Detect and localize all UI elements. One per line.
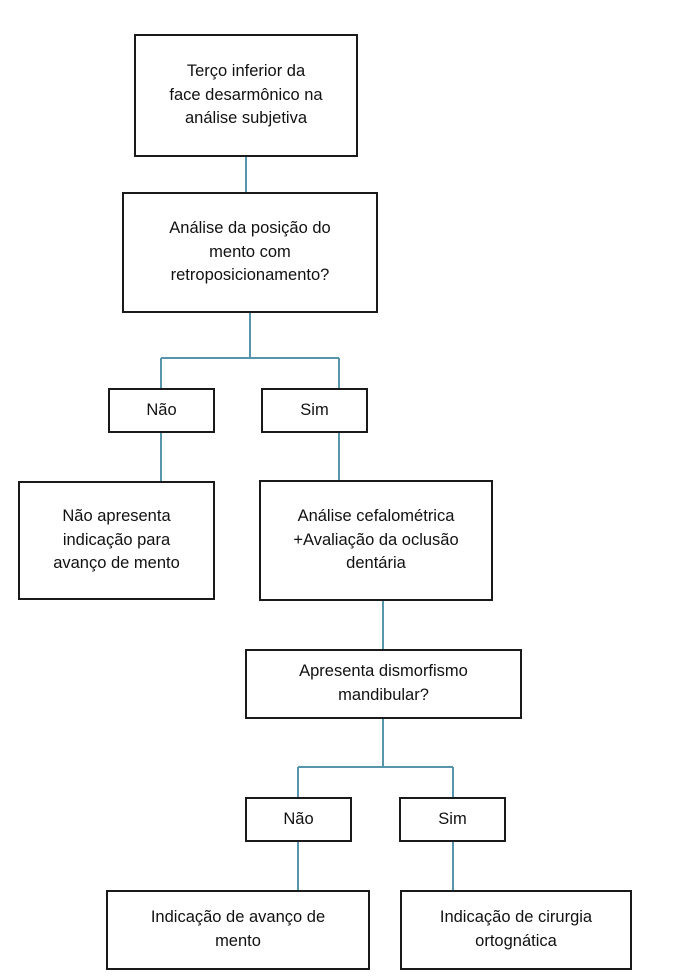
node-orthognathic[interactable]: Indicação de cirurgia ortognática (400, 890, 632, 970)
node-cephalometric[interactable]: Análise cefalométrica +Avaliação da oclu… (259, 480, 493, 601)
node-q2-yes[interactable]: Sim (399, 797, 506, 842)
node-label-q2-no: Não (283, 809, 314, 828)
node-label-q1-yes: Sim (300, 400, 329, 419)
node-q2-no[interactable]: Não (245, 797, 352, 842)
node-q1-yes[interactable]: Sim (261, 388, 368, 433)
node-start[interactable]: Terço inferior da face desarmônico na an… (134, 34, 358, 157)
node-no-indication[interactable]: Não apresenta indicação para avanço de m… (18, 481, 215, 600)
node-label-chin-advance: Indicação de avanço de mento (150, 908, 326, 950)
node-label-q1: Análise da posição do mento com retropos… (169, 218, 331, 285)
node-label-start: Terço inferior da face desarmônico na an… (169, 61, 323, 128)
node-q1[interactable]: Análise da posição do mento com retropos… (122, 192, 378, 313)
node-label-q2-yes: Sim (438, 809, 467, 828)
node-q2[interactable]: Apresenta dismorfismo mandibular? (245, 649, 522, 719)
node-chin-advance[interactable]: Indicação de avanço de mento (106, 890, 370, 970)
node-label-cephalometric: Análise cefalométrica +Avaliação da oclu… (293, 506, 459, 573)
node-label-orthognathic: Indicação de cirurgia ortognática (439, 908, 593, 950)
node-label-q2: Apresenta dismorfismo mandibular? (299, 662, 468, 704)
node-label-no-indication: Não apresenta indicação para avanço de m… (53, 506, 180, 573)
node-label-q1-no: Não (146, 400, 177, 419)
node-q1-no[interactable]: Não (108, 388, 215, 433)
